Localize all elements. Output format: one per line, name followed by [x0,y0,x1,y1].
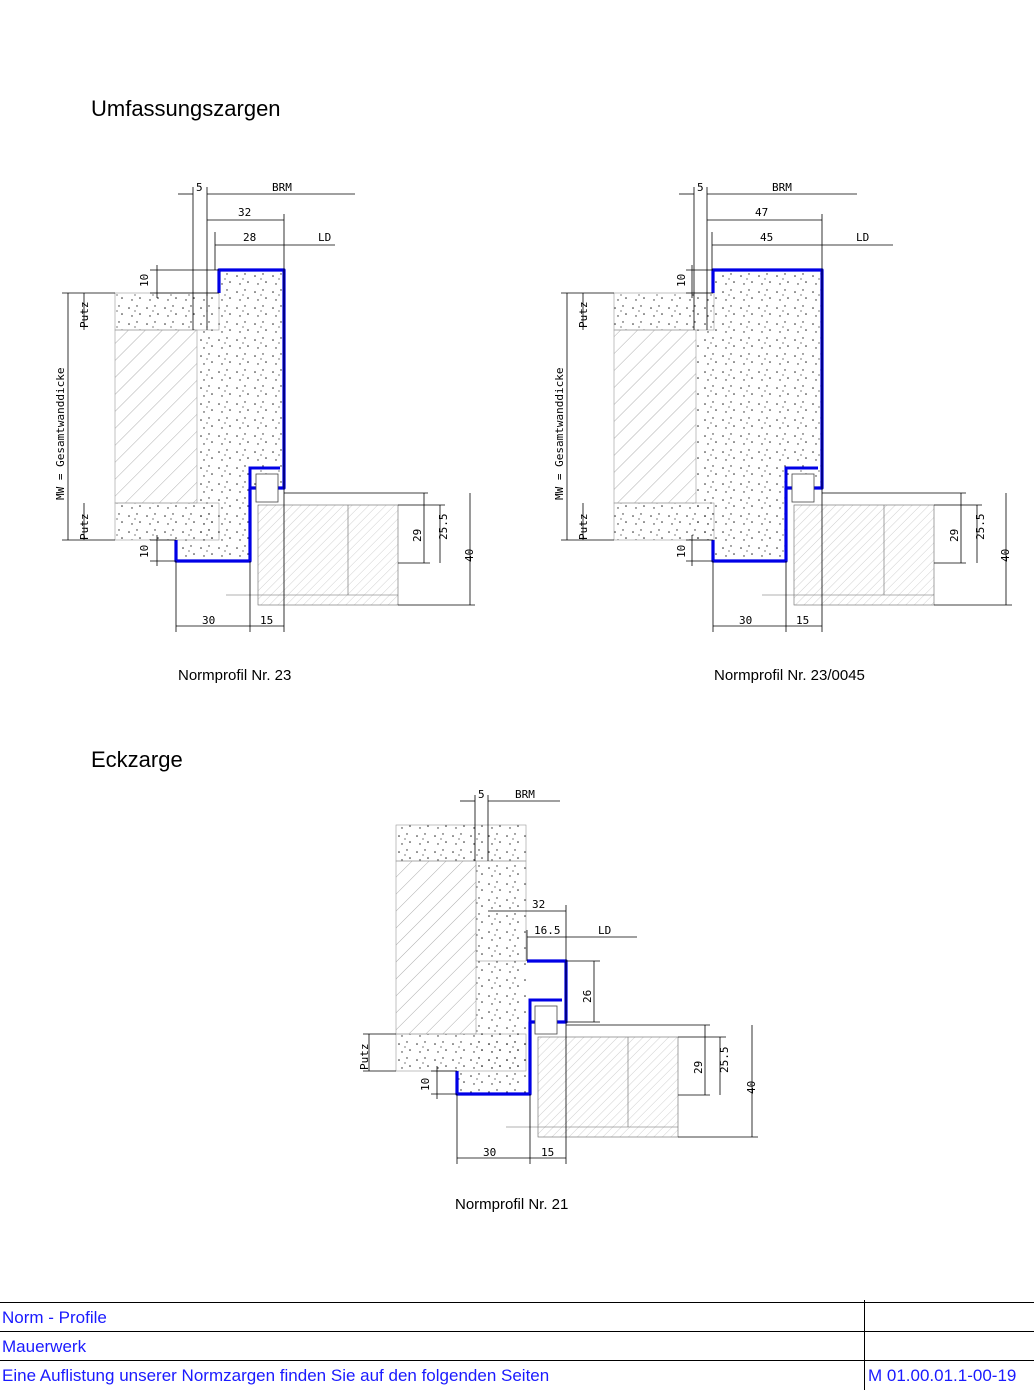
svg-text:MW = Gesamtwanddicke: MW = Gesamtwanddicke [553,368,566,500]
svg-text:LD: LD [598,924,611,937]
technical-drawings: 5 BRM 32 28 LD 10 Putz MW = Gesamtwanddi… [54,181,1012,1164]
svg-text:40: 40 [745,1081,758,1094]
svg-text:16.5: 16.5 [534,924,561,937]
footer-title: Norm - Profile [2,1308,107,1327]
svg-text:Putz: Putz [577,302,590,329]
footer-subtitle: Mauerwerk [2,1337,87,1356]
svg-text:25.5: 25.5 [718,1047,731,1074]
svg-text:29: 29 [692,1061,705,1074]
svg-text:15: 15 [541,1146,554,1159]
section-heading-eckzarge: Eckzarge [91,747,183,772]
dim-15: 15 [260,614,273,627]
svg-text:Putz: Putz [358,1044,371,1071]
svg-text:25.5: 25.5 [974,514,987,541]
svg-text:10: 10 [675,274,688,287]
dim-ld: LD [318,231,331,244]
profile-23: 5 BRM 32 28 LD 10 Putz MW = Gesamtwanddi… [54,181,476,632]
svg-text:15: 15 [796,614,809,627]
caption-profile-23: Normprofil Nr. 23 [178,667,292,684]
footer-divider [864,1300,865,1390]
footer-row-2: Mauerwerk [0,1331,1034,1361]
svg-text:32: 32 [532,898,545,911]
svg-text:5: 5 [697,181,704,194]
plaster-top [114,292,220,331]
dim-10-bottom: 10 [138,545,151,558]
svg-text:26: 26 [581,990,594,1003]
dim-32: 32 [238,206,251,219]
footer-row-3: Eine Auflistung unserer Normzargen finde… [0,1360,1034,1390]
masonry [114,329,198,504]
svg-text:BRM: BRM [515,788,535,801]
dim-40: 40 [463,549,476,562]
profile-21: 5 BRM 32 16.5 LD 26 Putz 10 30 15 29 25.… [358,788,758,1164]
svg-text:BRM: BRM [772,181,792,194]
seal [255,473,279,503]
dim-5: 5 [196,181,203,194]
caption-profile-23-0045: Normprofil Nr. 23/0045 [714,667,865,684]
mortar-fill [176,270,284,561]
svg-text:5: 5 [478,788,485,801]
door-leaf [257,504,399,606]
svg-text:40: 40 [999,549,1012,562]
footer-table: Norm - Profile Mauerwerk Eine Auflistung… [0,1300,1034,1390]
dim-28: 28 [243,231,256,244]
svg-text:45: 45 [760,231,773,244]
svg-text:10: 10 [675,545,688,558]
dim-29: 29 [411,529,424,542]
svg-text:LD: LD [856,231,869,244]
svg-text:30: 30 [483,1146,496,1159]
dim-putz-top: Putz [78,302,91,329]
dimension-lines [62,187,475,632]
svg-text:10: 10 [419,1078,432,1091]
footer-row-1: Norm - Profile [0,1302,1034,1332]
svg-text:Putz: Putz [577,514,590,541]
dim-wall: MW = Gesamtwanddicke [54,368,67,500]
svg-text:30: 30 [739,614,752,627]
dim-30: 30 [202,614,215,627]
caption-profile-21: Normprofil Nr. 21 [455,1196,569,1213]
dim-25-5: 25.5 [437,514,450,541]
svg-text:47: 47 [755,206,768,219]
dim-10-top: 10 [138,274,151,287]
footer-note: Eine Auflistung unserer Normzargen finde… [2,1366,550,1385]
section-heading-umfassungszargen: Umfassungszargen [91,96,281,121]
svg-text:29: 29 [948,529,961,542]
footer-doc-number: M 01.00.01.1-00-19 [868,1366,1017,1385]
profile-23-0045: 5 BRM 47 45 LD 10 Putz MW = Gesamtwanddi… [553,181,1012,632]
dim-putz-bottom: Putz [78,514,91,541]
dim-brm: BRM [272,181,292,194]
